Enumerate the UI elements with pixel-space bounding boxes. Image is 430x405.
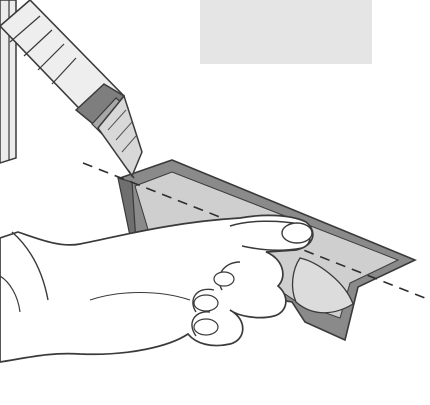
utility-knife-icon	[0, 0, 142, 178]
hand-icon	[0, 215, 313, 362]
